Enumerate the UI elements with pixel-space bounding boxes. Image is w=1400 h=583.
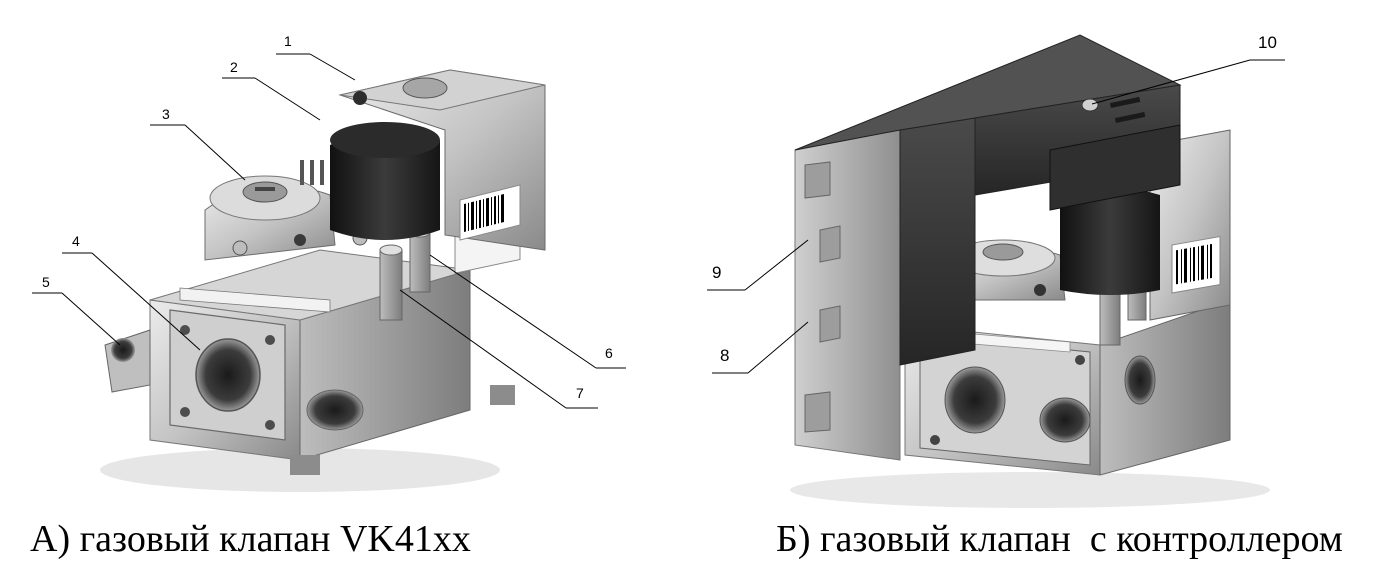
callout-3-label: 3 bbox=[162, 106, 170, 122]
valve-a-drawing bbox=[100, 69, 546, 492]
callout-8-label: 8 bbox=[720, 346, 729, 365]
callout-labels-b: 10 9 8 bbox=[712, 33, 1277, 365]
caption-valve-b: Б) газовый клапан с контроллером bbox=[776, 518, 1343, 560]
callouts-a bbox=[32, 53, 626, 409]
callout-2-label: 2 bbox=[230, 59, 238, 75]
callout-7-label: 7 bbox=[576, 385, 584, 401]
callouts-b bbox=[707, 59, 1285, 374]
valve-b-drawing bbox=[790, 34, 1270, 508]
callout-labels-a: 1 2 3 4 5 6 7 bbox=[42, 33, 613, 401]
callout-4-label: 4 bbox=[72, 233, 80, 249]
callout-10-label: 10 bbox=[1258, 33, 1277, 52]
callout-9-label: 9 bbox=[712, 263, 721, 282]
callout-6-label: 6 bbox=[605, 345, 613, 361]
caption-valve-a: А) газовый клапан VK41xx bbox=[30, 518, 471, 560]
callout-5-label: 5 bbox=[42, 274, 50, 290]
callout-1-label: 1 bbox=[284, 33, 292, 49]
